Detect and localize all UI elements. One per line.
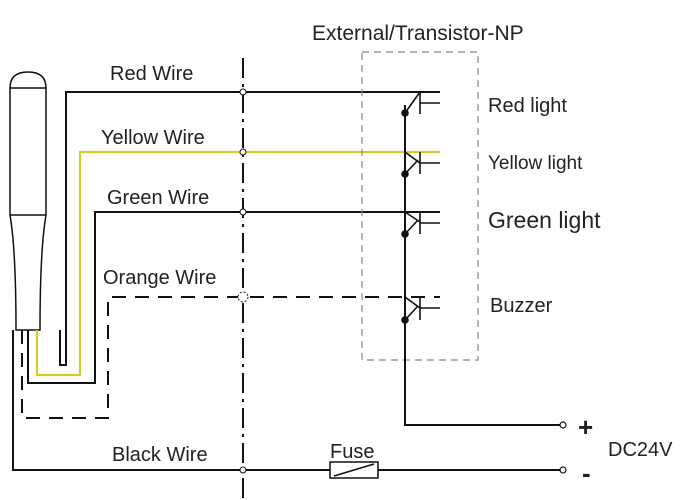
yellow-wire-label: Yellow Wire bbox=[101, 127, 205, 149]
tower-light bbox=[9, 71, 47, 331]
transistor-box bbox=[361, 51, 479, 361]
voltage-label: DC24V bbox=[608, 439, 673, 461]
fuse-icon bbox=[329, 461, 379, 479]
transistor-yellow-icon bbox=[401, 151, 440, 178]
orange-wire bbox=[21, 296, 440, 419]
fuse-label: Fuse bbox=[330, 441, 374, 463]
green-wire bbox=[27, 211, 440, 384]
green-wire-label: Green Wire bbox=[107, 187, 209, 209]
diagram-title: External/Transistor-NP bbox=[312, 22, 524, 45]
transistor-green-icon bbox=[401, 211, 440, 238]
common-line bbox=[404, 105, 560, 426]
red-wire bbox=[59, 91, 440, 366]
minus-label: - bbox=[582, 458, 591, 488]
supply-terminals bbox=[559, 421, 567, 474]
plus-label: + bbox=[578, 412, 593, 442]
red-light-label: Red light bbox=[488, 95, 567, 117]
buzzer-label: Buzzer bbox=[490, 295, 553, 317]
junction-dots bbox=[237, 88, 249, 474]
transistor-red-icon bbox=[401, 91, 440, 117]
orange-wire-label: Orange Wire bbox=[103, 267, 216, 289]
transistor-buzzer-icon bbox=[401, 296, 440, 324]
yellow-light-label: Yellow light bbox=[488, 153, 583, 174]
red-wire-label: Red Wire bbox=[110, 63, 193, 85]
black-wire-label: Black Wire bbox=[112, 444, 208, 466]
green-light-label: Green light bbox=[488, 207, 601, 233]
yellow-wire bbox=[35, 150, 440, 377]
black-wire bbox=[12, 330, 560, 471]
